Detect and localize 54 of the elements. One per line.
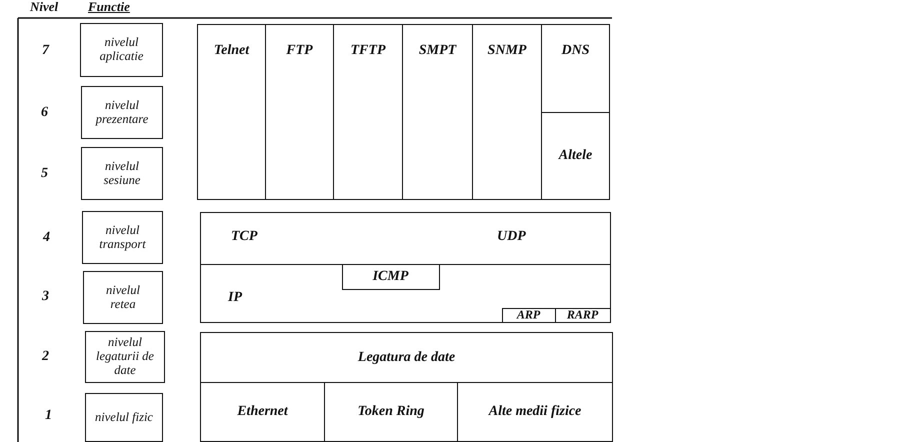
- protocol-box: [402, 24, 473, 200]
- layer-function-text: nivelul sesiune: [102, 160, 142, 188]
- protocol-name: DNS: [561, 43, 590, 59]
- protocol-box: [200, 212, 611, 265]
- protocol-name: UDP: [497, 229, 526, 245]
- protocol-box: [333, 24, 403, 200]
- protocol-name: ICMP: [372, 268, 408, 284]
- layer-function-text: nivelul legaturii de date: [95, 336, 155, 378]
- protocol-name: Alte medii fizice: [488, 404, 582, 420]
- layer-number: 2: [42, 349, 49, 365]
- protocol-box: [502, 308, 556, 322]
- layer-number: 4: [43, 230, 50, 246]
- protocol-box: [457, 382, 613, 442]
- layer-number: 7: [42, 43, 49, 59]
- protocol-box: [541, 24, 610, 113]
- protocol-name: RARP: [566, 308, 598, 322]
- protocol-name: ARP: [516, 308, 540, 322]
- layer-number: 5: [41, 166, 48, 182]
- layer-function-text: nivelul transport: [98, 224, 147, 252]
- layer-number: 6: [41, 105, 48, 121]
- protocol-name: SNMP: [488, 43, 526, 59]
- layer-function-box: [81, 86, 163, 139]
- column-header: Functie: [88, 0, 130, 14]
- protocol-box: [472, 24, 542, 200]
- protocol-box: [200, 332, 613, 383]
- protocol-name: Altele: [558, 148, 592, 164]
- protocol-box: [541, 112, 610, 200]
- protocol-box: [197, 24, 266, 200]
- protocol-name: Legatura de date: [358, 350, 456, 366]
- layer-number: 1: [45, 408, 52, 424]
- protocol-name: Ethernet: [237, 404, 288, 420]
- layer-function-box: [82, 211, 163, 264]
- layer-function-box: [83, 271, 163, 324]
- protocol-name: FTP: [286, 43, 313, 59]
- layer-function-text: nivelul fizic: [95, 410, 153, 424]
- protocol-box: [342, 264, 440, 290]
- protocol-box: [200, 382, 325, 442]
- layer-number: 3: [42, 289, 49, 305]
- protocol-box: [265, 24, 334, 200]
- layer-function-box: [85, 331, 165, 383]
- protocol-name: TFTP: [350, 43, 386, 59]
- layer-function-text: nivelul prezentare: [94, 98, 150, 126]
- protocol-name: Telnet: [214, 43, 250, 59]
- protocol-name: TCP: [231, 229, 258, 245]
- protocol-box: [200, 264, 611, 323]
- layer-function-text: nivelul aplicatie: [98, 36, 144, 64]
- protocol-name: Token Ring: [358, 404, 424, 420]
- layer-function-box: [81, 147, 163, 200]
- protocol-name: SMPT: [418, 43, 456, 59]
- column-header: Nivel: [30, 0, 58, 14]
- layer-function-box: [85, 393, 163, 442]
- layer-function-box: [80, 23, 163, 77]
- layer-function-text: nivelul retea: [104, 284, 141, 312]
- protocol-name: IP: [228, 290, 242, 306]
